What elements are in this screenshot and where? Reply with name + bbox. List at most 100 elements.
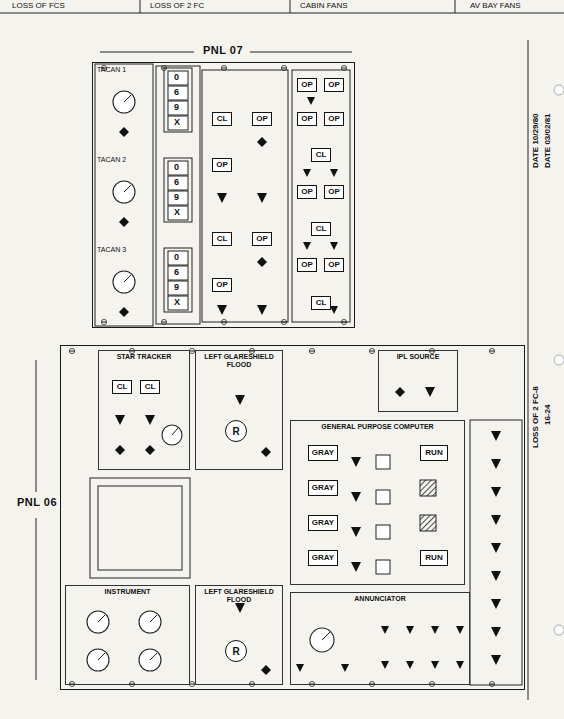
rotary-knob bbox=[162, 425, 182, 445]
page-footer: LOSS OF 2 FC-8 bbox=[531, 386, 541, 448]
button-label: GRAY bbox=[312, 519, 334, 528]
toggle-switch-symbol bbox=[257, 193, 267, 203]
thumbwheel-window bbox=[168, 116, 188, 130]
thumbwheel-window bbox=[168, 161, 188, 175]
thumbwheel-digit: 9 bbox=[174, 192, 179, 203]
tab-edge bbox=[0, 13, 564, 14]
indicator-button: OP bbox=[212, 158, 232, 172]
page-footer: 16-24 bbox=[543, 405, 553, 425]
panel-screw bbox=[221, 319, 226, 324]
toggle-switch-symbol bbox=[235, 395, 245, 405]
valve-frame bbox=[292, 70, 350, 322]
button-label: OP bbox=[328, 115, 340, 124]
switch-group: ANNUNCIATOR bbox=[290, 592, 470, 685]
talkback-indicator bbox=[376, 490, 390, 504]
screw-slot bbox=[221, 68, 226, 69]
button-label: OP bbox=[216, 281, 228, 290]
button-label: CL bbox=[145, 383, 156, 392]
thumbwheel-digit: 6 bbox=[174, 267, 179, 278]
indicator-button: OP bbox=[324, 258, 344, 272]
indicator-button: GRAY bbox=[308, 445, 338, 461]
screw-slot bbox=[281, 322, 286, 323]
screw-slot bbox=[341, 322, 346, 323]
toggle-switch-symbol bbox=[425, 387, 435, 397]
toggle-switch-symbol bbox=[431, 626, 439, 634]
indicator-button: OP bbox=[252, 112, 272, 126]
page-footer: DATE 03/02/81 bbox=[543, 113, 553, 168]
toggle-switch-symbol bbox=[330, 242, 338, 250]
barberpole-indicator bbox=[420, 480, 436, 496]
tacan-mode-dial bbox=[113, 91, 135, 113]
thumbwheel-window bbox=[168, 101, 188, 115]
group-heading: ANNUNCIATOR bbox=[293, 595, 467, 603]
indicator-button: OP bbox=[212, 278, 232, 292]
toggle-switch-symbol bbox=[217, 305, 227, 315]
toggle-switch-symbol bbox=[491, 655, 501, 665]
tab-divider bbox=[140, 0, 141, 13]
switch-group: LEFT GLARESHIELD FLOODR bbox=[195, 350, 283, 470]
panel-screw bbox=[309, 348, 314, 353]
toggle-switch-symbol bbox=[431, 661, 439, 669]
tab-label: LOSS OF FCS bbox=[12, 1, 65, 11]
panel-screw bbox=[489, 681, 494, 686]
toggle-switch-symbol bbox=[351, 492, 361, 502]
panel-title: PNL 07 bbox=[201, 44, 245, 56]
button-label: CL bbox=[217, 235, 228, 244]
switch-group: INSTRUMENT bbox=[65, 585, 190, 685]
toggle-switch-symbol bbox=[491, 487, 501, 497]
group-heading: INSTRUMENT bbox=[68, 588, 187, 596]
toggle-switch-symbol bbox=[491, 599, 501, 609]
button-label: OP bbox=[328, 188, 340, 197]
thumbwheel-window bbox=[168, 191, 188, 205]
title-rule bbox=[250, 52, 352, 53]
button-label: CL bbox=[117, 383, 128, 392]
screw-slot bbox=[189, 351, 194, 352]
rotary-switch-symbol bbox=[261, 447, 271, 457]
thumbwheel-digit: 6 bbox=[174, 87, 179, 98]
thumbwheel-window bbox=[168, 176, 188, 190]
screw-slot bbox=[369, 351, 374, 352]
page-footer: DATE 10/29/80 bbox=[531, 113, 541, 168]
screw-slot bbox=[101, 322, 106, 323]
button-label: OP bbox=[328, 261, 340, 270]
screw-slot bbox=[69, 351, 74, 352]
toggle-switch-symbol bbox=[307, 97, 315, 105]
binder-hole bbox=[554, 355, 564, 365]
button-label: OP bbox=[301, 188, 313, 197]
toggle-switch-symbol bbox=[235, 603, 245, 613]
dial-pointer bbox=[124, 275, 131, 282]
toggle-switch-symbol bbox=[330, 169, 338, 177]
screw-slot bbox=[281, 68, 286, 69]
toggle-switch-symbol bbox=[330, 306, 338, 314]
indicator-button: GRAY bbox=[308, 515, 338, 531]
blank-cover-plate bbox=[90, 478, 190, 578]
indicator-button: CL bbox=[212, 232, 232, 246]
toggle-switch-symbol bbox=[491, 627, 501, 637]
tacan-mode-dial bbox=[113, 181, 135, 203]
panel-title: PNL 06 bbox=[15, 496, 59, 508]
indicator-button: GRAY bbox=[308, 550, 338, 566]
screw-slot bbox=[221, 322, 226, 323]
screw-slot bbox=[161, 68, 166, 69]
toggle-switch-symbol bbox=[491, 543, 501, 553]
toggle-switch-symbol bbox=[351, 562, 361, 572]
button-label: CL bbox=[316, 151, 327, 160]
rotary-switch-symbol bbox=[119, 127, 129, 137]
toggle-switch-symbol bbox=[351, 457, 361, 467]
indicator-button: RUN bbox=[420, 445, 448, 461]
tacan-mode-dial bbox=[113, 271, 135, 293]
group-label: TACAN 2 bbox=[97, 156, 126, 164]
dial-pointer bbox=[150, 615, 157, 622]
button-label: R bbox=[232, 426, 239, 437]
thumbwheel-digit: 9 bbox=[174, 102, 179, 113]
indicator-button: OP bbox=[297, 78, 317, 92]
toggle-switch-symbol bbox=[491, 515, 501, 525]
group-heading: GENERAL PURPOSE COMPUTER bbox=[293, 423, 462, 431]
indicator-button: CL bbox=[311, 222, 331, 236]
button-label: RUN bbox=[425, 449, 442, 458]
rotary-switch-symbol bbox=[257, 257, 267, 267]
binder-hole bbox=[554, 625, 564, 635]
